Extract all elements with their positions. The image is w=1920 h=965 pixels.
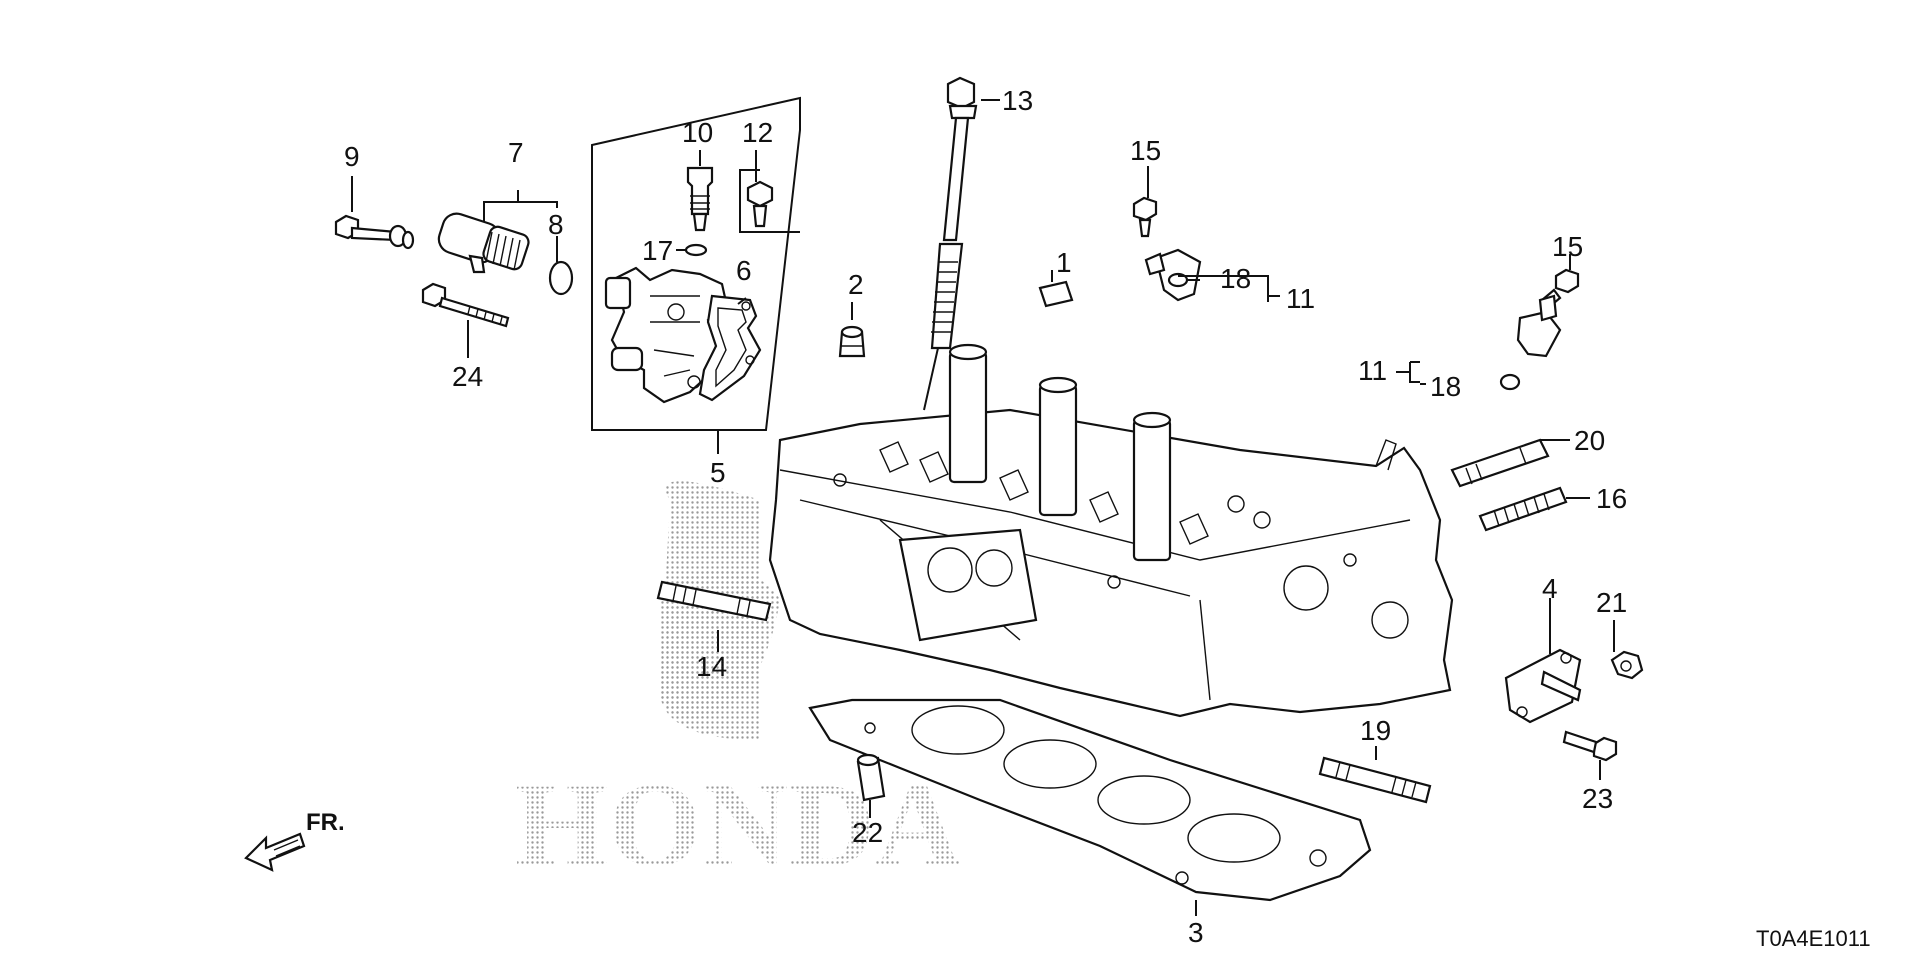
- callout-22: 22: [852, 817, 883, 848]
- part-11-sensor-right: [1516, 294, 1562, 358]
- image-code: T0A4E1011: [1756, 926, 1871, 951]
- callout-6: 6: [736, 255, 752, 286]
- callout-18-top: 18: [1220, 263, 1251, 294]
- leader-lines: [351, 99, 1615, 916]
- callout-15-right: 15: [1552, 231, 1583, 262]
- part-7-solenoid: [437, 212, 530, 274]
- part-20-stud: [1450, 438, 1550, 488]
- callout-4: 4: [1542, 573, 1558, 604]
- callout-17: 17: [642, 235, 673, 266]
- callout-24: 24: [452, 361, 483, 392]
- callout-20: 20: [1574, 425, 1605, 456]
- part-18-o-ring-right: [1499, 373, 1521, 391]
- callout-23: 23: [1582, 783, 1613, 814]
- callout-12: 12: [742, 117, 773, 148]
- callouts: 1 2 3 4 5 6 7 8 9 10 11 11 12 13 14 15 1…: [344, 85, 1627, 948]
- direction-label: FR.: [306, 809, 345, 836]
- cylinder-head: [768, 343, 1454, 718]
- callout-7: 7: [508, 137, 524, 168]
- part-1-cotter: [1038, 280, 1074, 308]
- callout-18-right: 18: [1430, 371, 1461, 402]
- callout-8: 8: [548, 209, 564, 240]
- part-14-stud: [656, 580, 772, 622]
- part-21-nut: [1610, 650, 1644, 680]
- callout-13: 13: [1002, 85, 1033, 116]
- callout-11-top: 11: [1286, 283, 1315, 314]
- part-13-head-bolt: [923, 76, 978, 411]
- front-direction-arrow: FR.: [244, 809, 345, 872]
- part-15-bolt-top: [1132, 196, 1158, 238]
- watermark-text: HONDA: [515, 758, 962, 891]
- callout-2: 2: [848, 269, 864, 300]
- callout-3: 3: [1188, 917, 1204, 948]
- part-24-bolt: [421, 282, 510, 328]
- callout-15-top: 15: [1130, 135, 1161, 166]
- part-19-stud: [1318, 756, 1432, 804]
- part-2-valve-seal: [838, 325, 866, 358]
- part-23-bolt: [1562, 730, 1618, 762]
- callout-14: 14: [696, 651, 727, 682]
- part-8-o-ring: [548, 260, 574, 296]
- callout-1: 1: [1056, 247, 1072, 278]
- callout-5: 5: [710, 457, 726, 488]
- part-9-bolt: [334, 214, 415, 250]
- callout-9: 9: [344, 141, 360, 172]
- part-3-head-gasket: [808, 698, 1372, 902]
- part-16-stud: [1478, 486, 1568, 532]
- part-22-dowel: [856, 753, 886, 802]
- callout-19: 19: [1360, 715, 1391, 746]
- callout-11-right: 11: [1358, 355, 1387, 386]
- callout-16: 16: [1596, 483, 1627, 514]
- callout-21: 21: [1596, 587, 1627, 618]
- callout-10: 10: [682, 117, 713, 148]
- part-5-group: [591, 96, 801, 431]
- part-4-bracket: [1504, 648, 1582, 724]
